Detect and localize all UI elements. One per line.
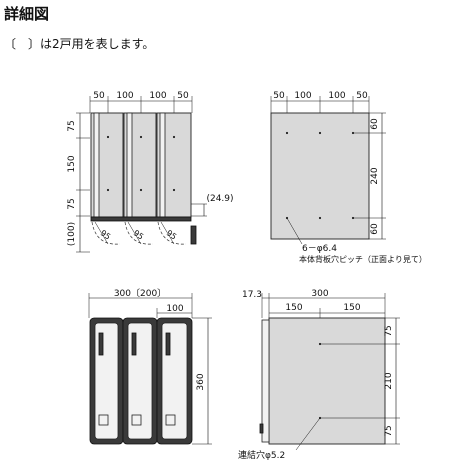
front-side-dim-4: (100)	[67, 222, 77, 246]
back-right-dim-2: 240	[370, 167, 380, 184]
front-radius-3: 95	[165, 228, 179, 241]
front-side-dim-3: 75	[67, 198, 77, 209]
page-note: 〔 〕は2戸用を表します。	[4, 37, 155, 51]
back-right-dim-1: 60	[370, 118, 380, 130]
bottom-width-label: 300〔200〕	[114, 288, 166, 299]
back-hole-caption: 本体背板穴ピッチ（正面より見て）	[299, 254, 427, 264]
side-right-dim-3: 75	[384, 425, 394, 436]
side-hole-label: 連結穴φ5.2	[238, 449, 285, 461]
back-top-dim-4: 50	[356, 91, 368, 101]
front-top-dim-1: 50	[93, 91, 105, 101]
back-top-dim-1: 50	[273, 91, 285, 101]
side-panel	[268, 317, 386, 445]
back-panel	[270, 112, 370, 240]
front-radius-2: 95	[132, 228, 146, 241]
front-offset-label: (24.9)	[206, 194, 233, 204]
side-right-dim-2: 210	[384, 372, 394, 389]
front-top-dim-2: 100	[116, 91, 133, 101]
front-view: 50 100 100 50 75 150 75 (100) 95 95 95	[67, 91, 234, 253]
front-top-dim-4: 50	[177, 91, 189, 101]
page-title: 詳細図	[4, 5, 50, 23]
side-right-dim-1: 75	[384, 325, 394, 336]
bottom-sub-width-label: 100	[166, 304, 183, 314]
side-offset-label: 17.3	[242, 290, 262, 300]
bottom-height-label: 360	[196, 373, 206, 390]
back-top-dim-2: 100	[294, 91, 311, 101]
side-sub-dim-2: 150	[343, 303, 360, 313]
front-side-dim-2: 150	[67, 155, 77, 172]
side-sub-dim-1: 150	[285, 303, 302, 313]
side-width-label: 300	[311, 289, 328, 299]
front-radius-1: 95	[99, 228, 113, 241]
back-view: 50 100 100 50 60 240 60 6－φ6.4 本体背板穴ピッチ（…	[270, 91, 427, 264]
bottom-front-view: 300〔200〕 100 360	[88, 288, 212, 445]
back-top-dim-3: 100	[328, 91, 345, 101]
back-right-dim-3: 60	[370, 223, 380, 235]
back-hole-label: 6－φ6.4	[302, 244, 337, 254]
front-top-dim-3: 100	[149, 91, 166, 101]
side-view: 17.3 300 150 150 75 210 75 連結穴φ5.2	[238, 289, 400, 461]
front-side-dim-1: 75	[67, 120, 77, 131]
